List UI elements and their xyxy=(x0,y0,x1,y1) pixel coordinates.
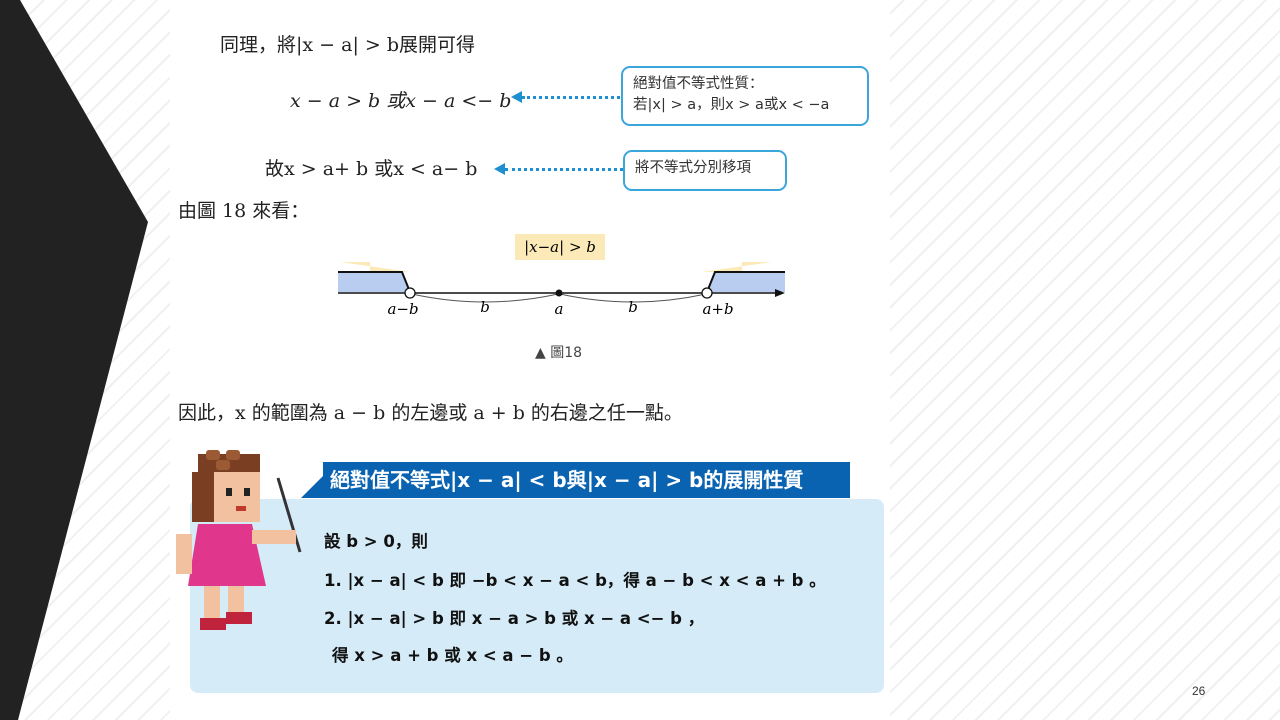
boundary-right xyxy=(706,271,785,293)
label-bg xyxy=(515,234,605,260)
dotted-connector-2 xyxy=(505,168,623,171)
box-line-property-2-result: 得 x > a + b 或 x < a − b 。 xyxy=(332,646,573,665)
property-box-title: 絕對值不等式|x − a| < b與|x − a| > b的展開性質 xyxy=(323,462,850,498)
absolute-value-property-callout: 絕對值不等式性質： 若|x| > a，則x > a或x < −a xyxy=(621,66,869,126)
open-point-left xyxy=(404,287,416,299)
pointer-stick xyxy=(276,477,302,553)
callout-title: 絕對值不等式性質： xyxy=(633,76,764,92)
callout-body: 若|x| > a，則x > a或x < −a xyxy=(633,97,830,113)
teacher-character-illustration xyxy=(176,450,302,630)
transpose-callout: 將不等式分別移項 xyxy=(623,150,787,191)
figure-reference: 由圖 18 來看： xyxy=(178,200,310,222)
figure-caption: ▲ 圖18 xyxy=(535,345,583,361)
box-line-given: 設 b > 0，則 xyxy=(324,532,428,551)
shaded-region-left xyxy=(338,272,410,292)
box-line-property-1: 1. |x − a| < b 即 −b < x − a < b，得 a − b … xyxy=(324,571,826,590)
label-a: a xyxy=(555,300,564,318)
boundary-left xyxy=(338,271,411,293)
conclusion-line: 因此，x 的範圍為 a − b 的左邊或 a + b 的右邊之任一點。 xyxy=(178,402,683,424)
intro-line: 同理，將|x − a| > b展開可得 xyxy=(220,34,476,56)
box-line-property-2: 2. |x − a| > b 即 x − a > b 或 x − a <− b … xyxy=(324,609,705,628)
callout-text: 將不等式分別移項 xyxy=(635,160,751,176)
highlight-right xyxy=(702,262,772,272)
arrow-head-1 xyxy=(511,91,522,103)
label-a-minus-b: a−b xyxy=(387,300,418,318)
number-line-diagram: |x−a| > b a−b a a+b b b xyxy=(338,234,785,318)
open-point-right xyxy=(701,287,713,299)
left-chevron-decoration xyxy=(0,0,148,720)
arrow-head-2 xyxy=(494,163,505,175)
expansion-line: x − a > b 或x − a <− b xyxy=(290,90,512,112)
center-point xyxy=(555,289,563,297)
arc-left xyxy=(411,293,559,303)
highlight-left xyxy=(340,262,410,272)
title-tab-triangle xyxy=(301,475,324,498)
dotted-connector-1 xyxy=(522,96,620,99)
property-box xyxy=(190,499,884,693)
label-b-left: b xyxy=(480,298,490,316)
page-number: 26 xyxy=(1192,684,1206,698)
label-b-right: b xyxy=(628,298,638,316)
arc-right xyxy=(559,293,707,303)
axis-arrow xyxy=(775,289,785,297)
result-line: 故x > a+ b 或x < a− b xyxy=(265,158,478,180)
label-a-plus-b: a+b xyxy=(702,300,733,318)
distance-label: |x−a| > b xyxy=(524,238,596,256)
shaded-region-right xyxy=(707,272,785,292)
